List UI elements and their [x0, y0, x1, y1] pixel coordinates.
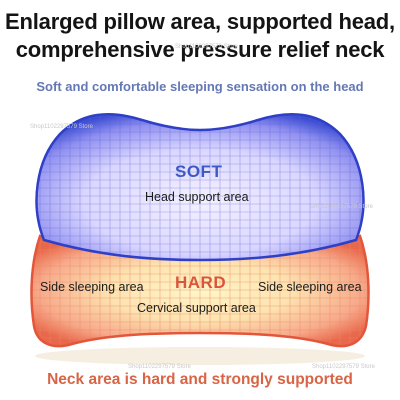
soft-layer-mesh	[36, 114, 364, 260]
watermark-right: Shop1102297579 Store	[310, 204, 373, 210]
ground-shadow	[35, 347, 365, 365]
watermark-bottom: Shop1102297579 Store	[128, 364, 191, 370]
subheadline: Soft and comfortable sleeping sensation …	[36, 79, 364, 94]
soft-layer	[35, 112, 365, 262]
side-sleeping-area-right-label: Side sleeping area	[258, 280, 362, 294]
hard-label: HARD	[175, 273, 227, 292]
side-sleeping-area-left-label: Side sleeping area	[40, 280, 144, 294]
footer-caption: Neck area is hard and strongly supported	[47, 371, 353, 388]
soft-label: SOFT	[175, 162, 223, 181]
headline: Enlarged pillow area, supported head, co…	[0, 8, 400, 64]
watermark-bottom-right: Shop1102297579 Store	[312, 364, 375, 370]
headline-line-1: Enlarged pillow area, supported head,	[5, 9, 395, 34]
watermark-top: Shop1102297579 Store	[175, 44, 238, 50]
cervical-support-area-label: Cervical support area	[137, 301, 256, 315]
headline-line-2: comprehensive pressure relief neck	[15, 37, 385, 62]
watermark-left: Shop1102297579 Store	[30, 124, 93, 130]
head-support-area-label: Head support area	[145, 190, 249, 204]
